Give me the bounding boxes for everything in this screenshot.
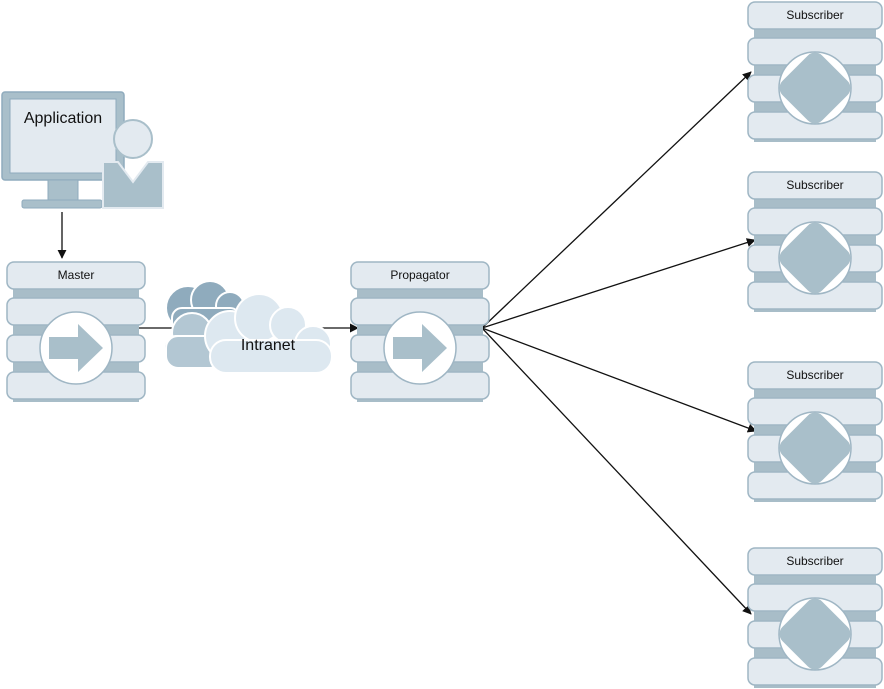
intranet-label: Intranet: [241, 337, 296, 354]
propagator-to-subscriber-3-line: [481, 327, 757, 433]
server-panel: [6, 261, 146, 290]
subscriber-server-1: Subscriber: [747, 1, 883, 142]
propagator-to-subscriber-2-line: [481, 238, 756, 329]
arrow-right-icon: [39, 311, 113, 385]
subscriber-server-3: Subscriber: [747, 361, 883, 502]
server-panel: [747, 547, 883, 576]
diamond-icon: [778, 51, 852, 125]
server-label: Propagator: [390, 268, 449, 282]
server-panel: [747, 361, 883, 390]
propagator-to-subscriber-1-line: [481, 71, 752, 329]
server-label: Subscriber: [786, 178, 843, 192]
application-node: Application: [1, 91, 164, 209]
server-label: Subscriber: [786, 8, 843, 22]
server-panel: [350, 261, 490, 290]
subscriber-server-2: Subscriber: [747, 171, 883, 312]
user-icon: [102, 119, 164, 209]
server-label: Master: [58, 268, 95, 282]
master-server: Master: [6, 261, 146, 402]
diamond-icon: [778, 597, 852, 671]
subscriber-server-4: Subscriber: [747, 547, 883, 688]
server-panel: [747, 171, 883, 200]
propagator-to-subscriber-4-line: [481, 327, 752, 615]
intranet-cloud: Intranet: [163, 280, 333, 374]
diamond-icon: [778, 221, 852, 295]
server-label: Subscriber: [786, 368, 843, 382]
diamond-icon: [778, 411, 852, 485]
server-panel: [747, 1, 883, 30]
arrow-right-icon: [383, 311, 457, 385]
application-label: Application: [24, 110, 102, 127]
cloud-icon: [163, 280, 333, 374]
propagator-server: Propagator: [350, 261, 490, 402]
server-label: Subscriber: [786, 554, 843, 568]
